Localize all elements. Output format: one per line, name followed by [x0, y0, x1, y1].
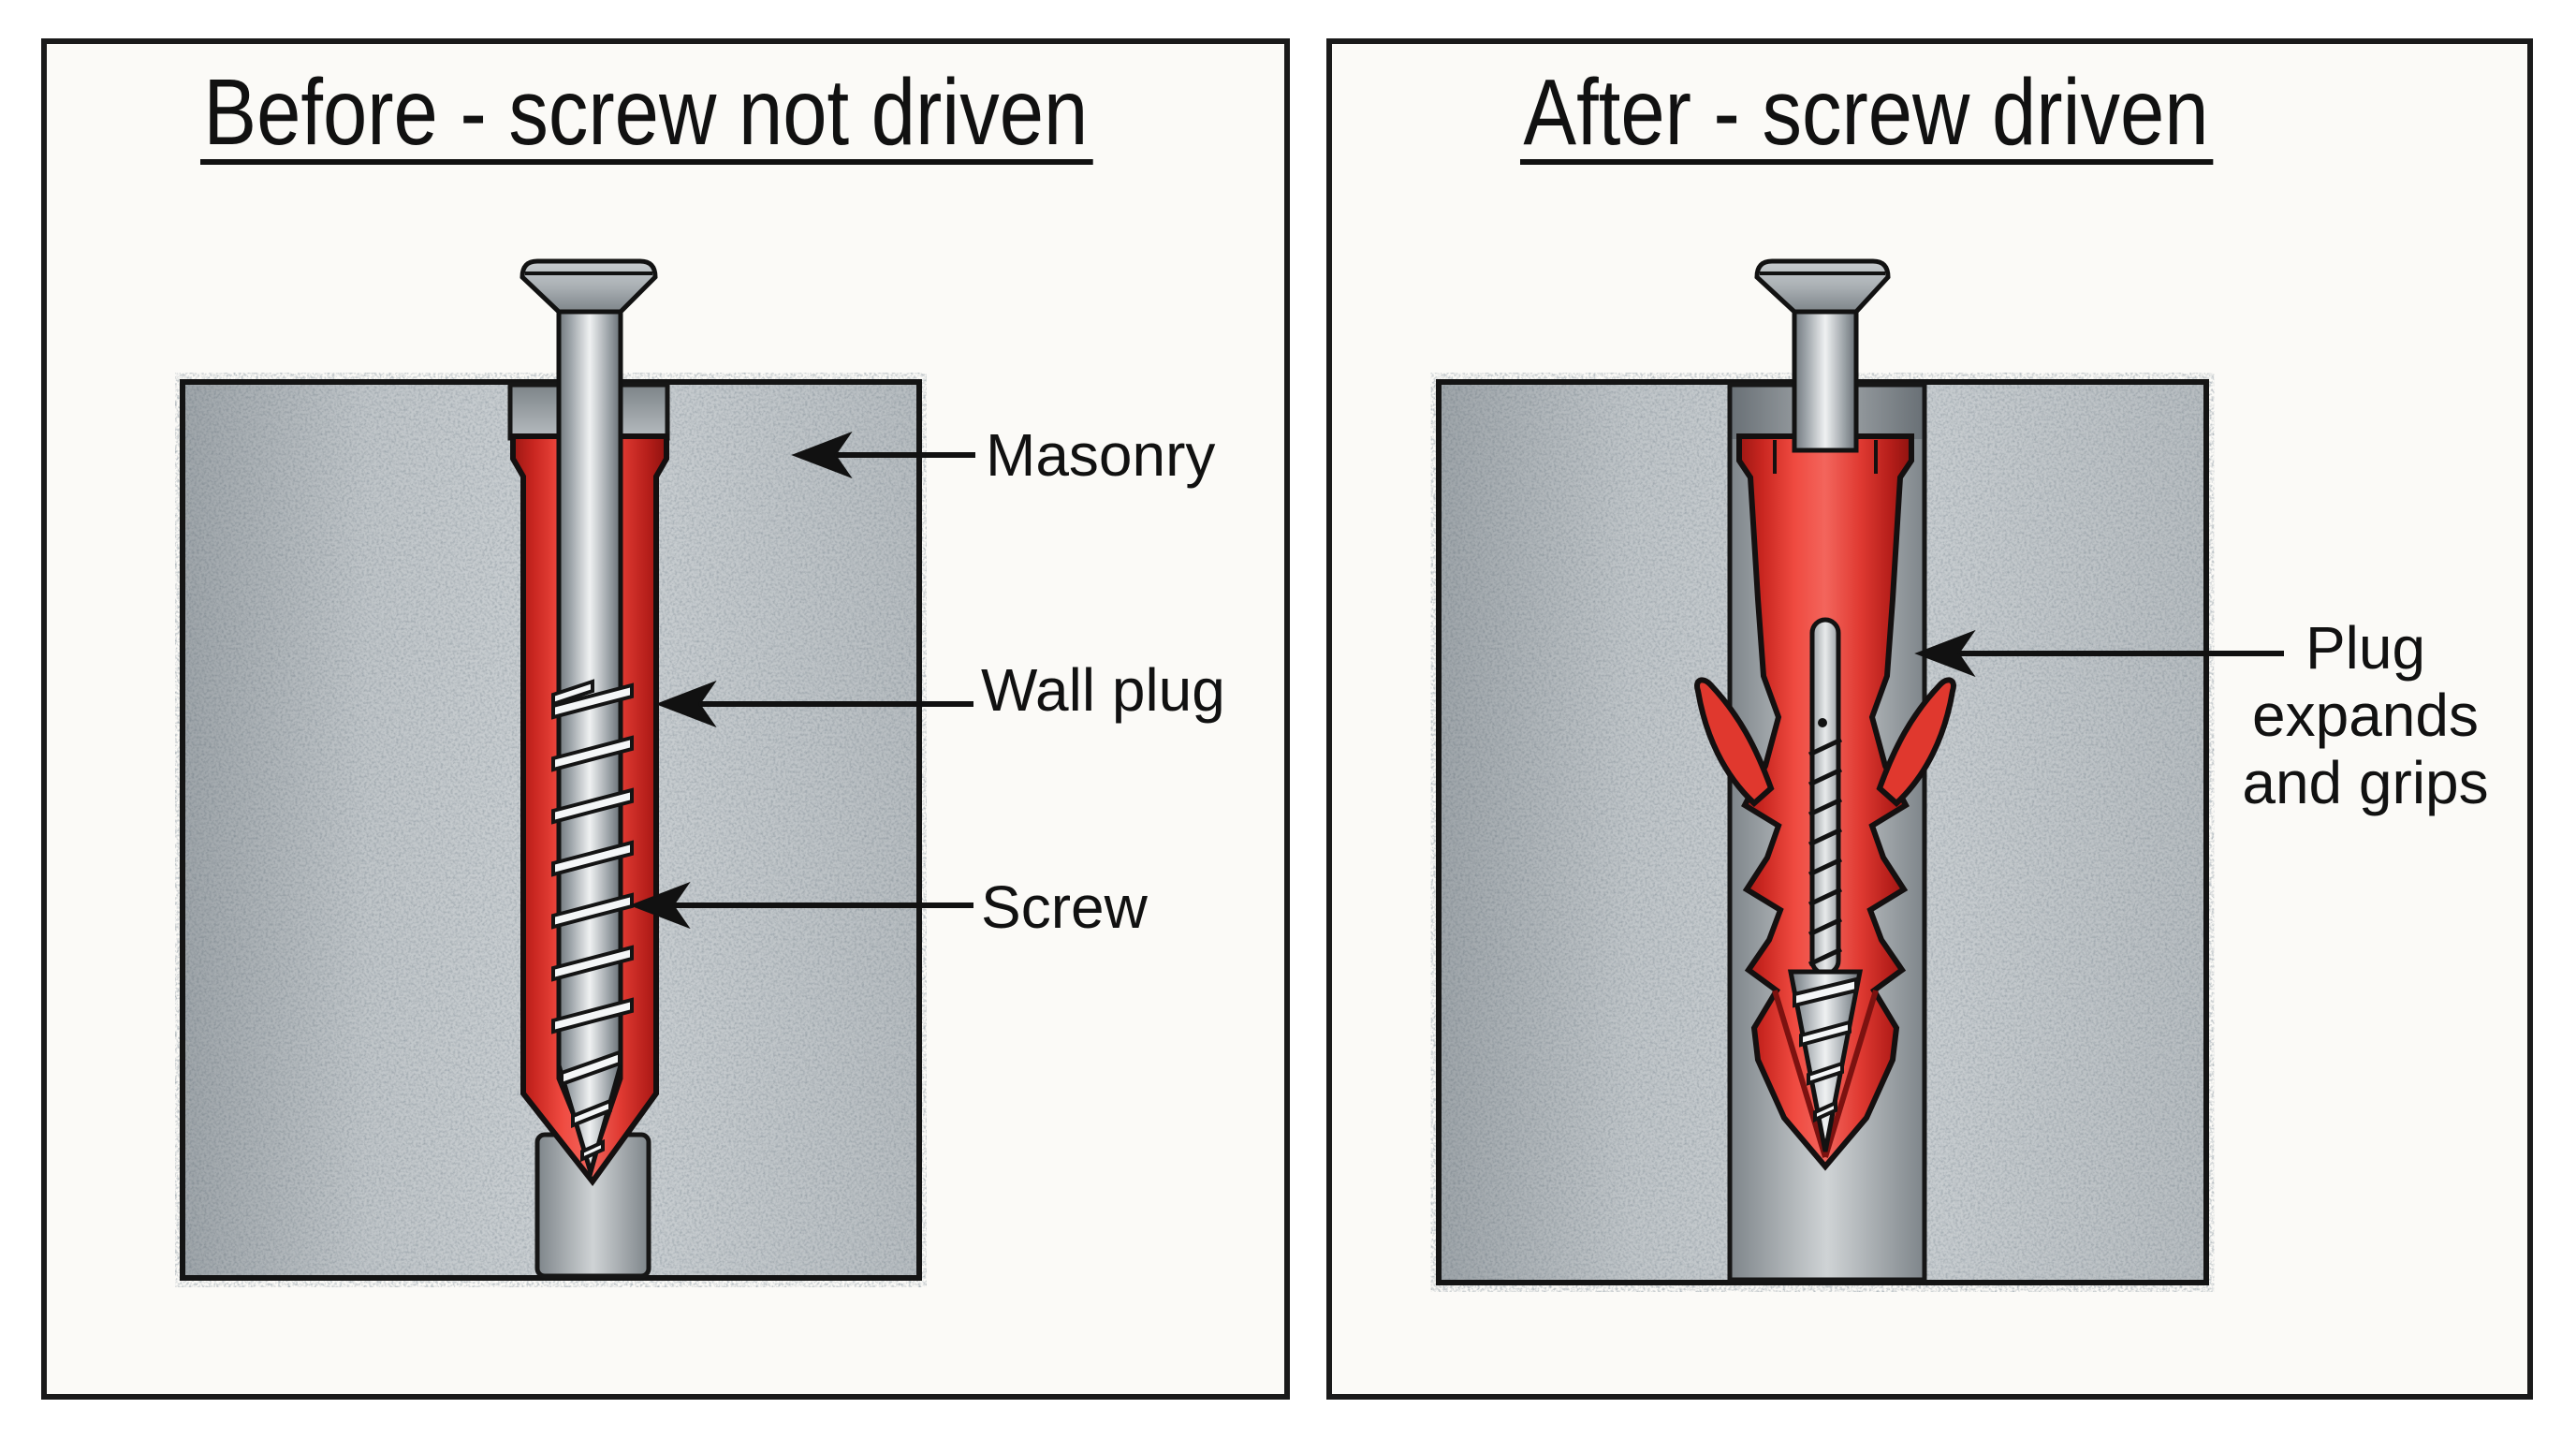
- panel-after-graphics: [1326, 38, 2533, 1400]
- screw-arrow: [629, 881, 973, 930]
- screw-tip-threads: [1793, 976, 1858, 1123]
- callout-arrows-left: [629, 431, 975, 930]
- plug-wing-right: [1876, 677, 1956, 808]
- panel-before-graphics: [41, 38, 1290, 1400]
- label-plug-expands-line3: and grips: [2242, 749, 2489, 816]
- label-screw: Screw: [981, 873, 1148, 941]
- masonry-arrow: [791, 431, 975, 479]
- panel-before-border: [41, 38, 1290, 1400]
- label-plug-expands: Plug expands and grips: [2216, 614, 2515, 816]
- plug-wings: [1694, 677, 1956, 808]
- plug-expands-arrow: [1914, 629, 2284, 678]
- plug-flange-notches: [1773, 440, 1878, 474]
- plug-wing-left: [1694, 677, 1775, 808]
- panel-after-border: [1326, 38, 2533, 1400]
- wall-plug-arrow: [655, 680, 973, 728]
- label-masonry: Masonry: [986, 421, 1216, 489]
- panel-title-after: After - screw driven: [1520, 66, 2214, 165]
- label-plug-expands-line1: Plug: [2305, 614, 2426, 682]
- label-plug-expands-line2: expands: [2252, 682, 2479, 749]
- slot-detail-dot: [1818, 718, 1827, 727]
- panel-title-before: Before - screw not driven: [200, 66, 1093, 165]
- plug-inner-shadow: [1772, 990, 1879, 1158]
- label-wall-plug: Wall plug: [981, 656, 1225, 724]
- screw-threads: [551, 679, 634, 1163]
- screw-shank-after: [1792, 309, 1859, 453]
- slot-thread-hatching: [1808, 737, 1843, 967]
